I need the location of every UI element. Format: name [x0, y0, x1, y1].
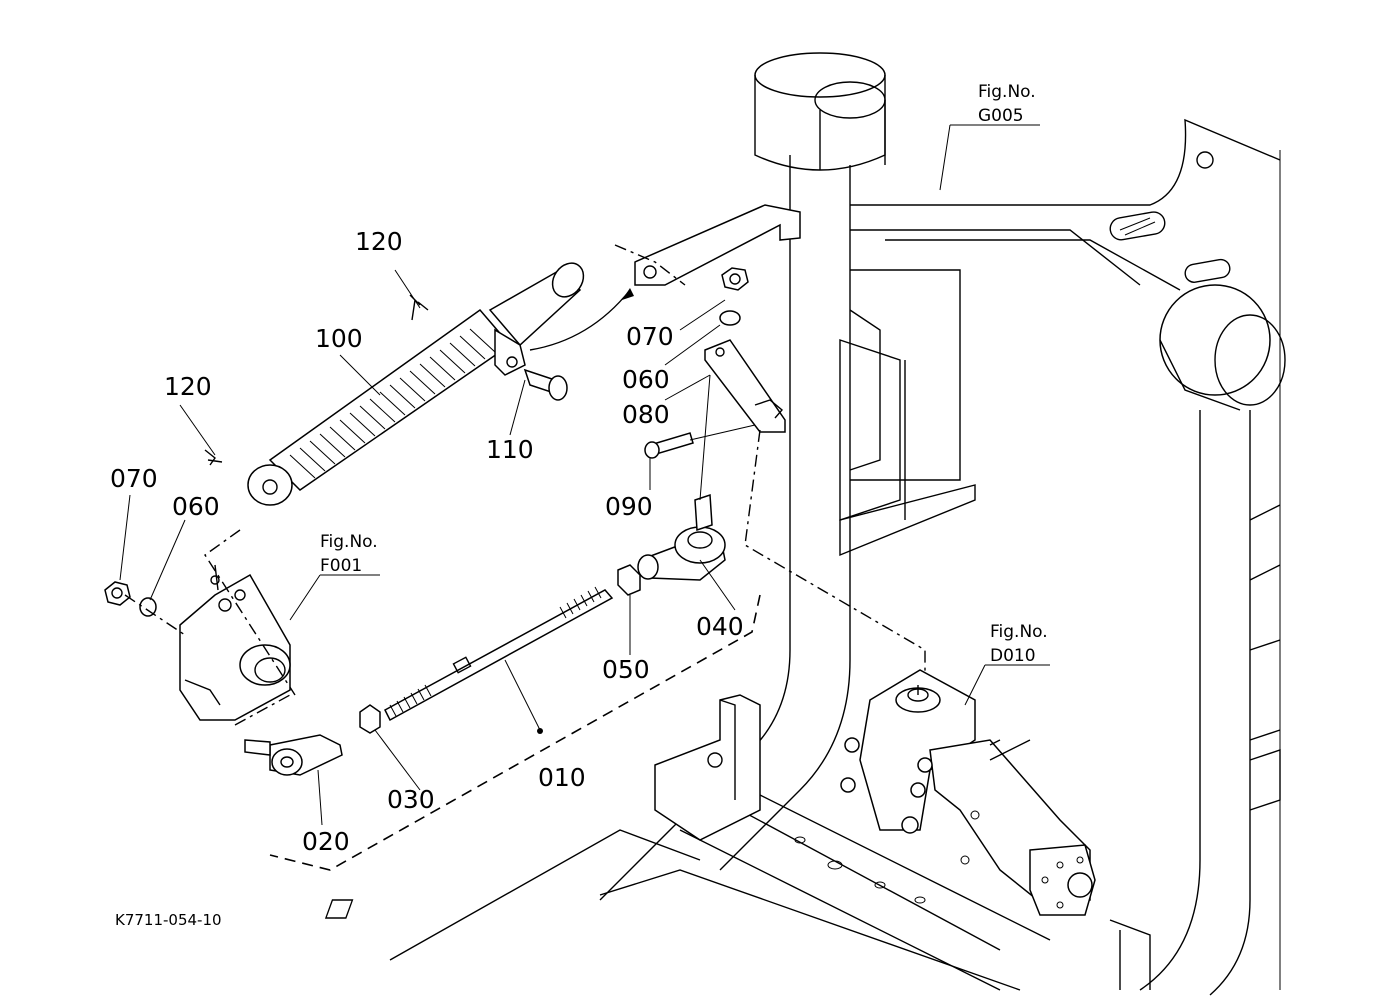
fig-ref-g005-number: G005 — [978, 106, 1024, 126]
link-plate — [644, 267, 926, 690]
figure-references: Fig.No. G005 Fig.No. F001 Fig.No. D010 — [320, 82, 1048, 666]
callout-110: 110 — [486, 435, 534, 464]
rod-assembly — [244, 493, 761, 871]
callout-120-left: 120 — [164, 372, 212, 401]
spring-assembly — [204, 262, 634, 506]
rod-center-dot — [537, 728, 543, 734]
callout-120-top: 120 — [355, 227, 403, 256]
frame-structure — [324, 52, 1286, 996]
fig-ref-f001-label: Fig.No. — [320, 532, 378, 552]
callout-020: 020 — [302, 827, 350, 856]
callout-100: 100 — [315, 324, 363, 353]
callout-050: 050 — [602, 655, 650, 684]
drawing-code: K7711-054-10 — [115, 911, 222, 929]
callout-060-left: 060 — [172, 492, 220, 521]
callout-030: 030 — [387, 785, 435, 814]
valve-block — [840, 669, 1096, 916]
fig-ref-f001-number: F001 — [320, 556, 362, 576]
fig-ref-g005-label: Fig.No. — [978, 82, 1036, 102]
callout-060-right: 060 — [622, 365, 670, 394]
callout-080: 080 — [622, 400, 670, 429]
left-bracket — [104, 529, 296, 726]
fig-ref-d010-label: Fig.No. — [990, 622, 1048, 642]
callout-070-right: 070 — [626, 322, 674, 351]
leader-lines — [119, 124, 1050, 826]
callout-010: 010 — [538, 763, 586, 792]
upper-bracket — [614, 204, 801, 286]
callout-090: 090 — [605, 492, 653, 521]
callout-040: 040 — [696, 612, 744, 641]
callouts: 120 100 120 110 070 060 070 060 080 090 … — [110, 227, 744, 856]
fig-ref-d010-number: D010 — [990, 646, 1036, 666]
callout-070-left: 070 — [110, 464, 158, 493]
